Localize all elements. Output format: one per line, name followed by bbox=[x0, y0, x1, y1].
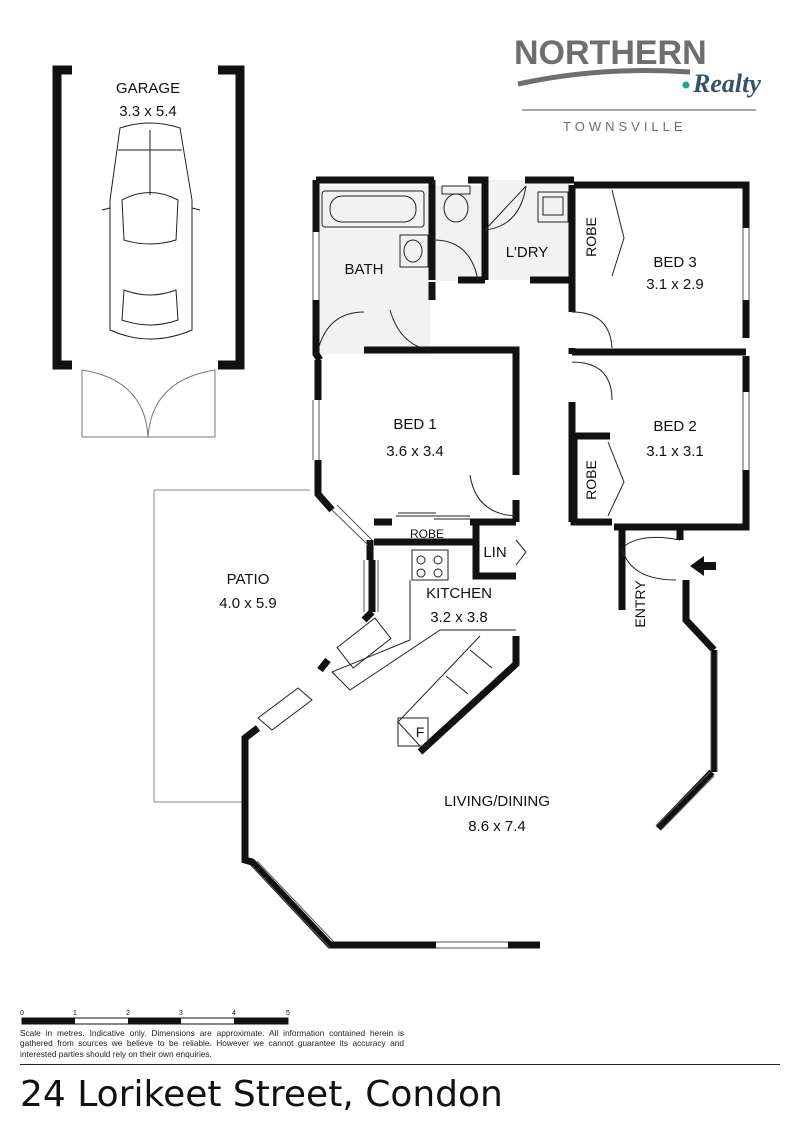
garage-door-swings bbox=[81, 369, 216, 438]
robe-bed3-label: ROBE bbox=[583, 217, 599, 257]
garage-label: GARAGE bbox=[116, 80, 180, 97]
living-size: 8.6 x 7.4 bbox=[468, 818, 526, 835]
fridge-icon bbox=[397, 717, 429, 747]
bed1-label: BED 1 bbox=[393, 416, 436, 433]
stove-icon bbox=[411, 549, 449, 581]
garage-wall-left bbox=[52, 65, 72, 370]
garage: GARAGE 3.3 x 5.4 bbox=[52, 65, 245, 438]
scale-bar: 0 1 2 3 4 5 bbox=[20, 1010, 290, 1025]
wet-area-tiles bbox=[318, 180, 570, 354]
patio-label: PATIO bbox=[227, 571, 270, 588]
basin-icon bbox=[399, 234, 429, 268]
windows bbox=[251, 228, 750, 949]
logo-sub-text: Realty bbox=[692, 69, 761, 98]
robe-bed2-label: ROBE bbox=[583, 460, 599, 500]
entry-arrow-icon bbox=[690, 556, 716, 576]
scale-tick-0: 0 bbox=[20, 1010, 24, 1017]
address-divider bbox=[20, 1064, 780, 1065]
scale-tick-2: 2 bbox=[126, 1010, 130, 1017]
bed2-label: BED 2 bbox=[653, 418, 696, 435]
garage-size: 3.3 x 5.4 bbox=[119, 103, 177, 120]
bed2-size: 3.1 x 3.1 bbox=[646, 443, 704, 460]
bed3-label: BED 3 bbox=[653, 254, 696, 271]
linen-label: LIN bbox=[483, 544, 506, 561]
logo-dot bbox=[682, 81, 690, 89]
logo-town-text: TOWNSVILLE bbox=[563, 119, 687, 134]
scale-tick-5: 5 bbox=[286, 1010, 290, 1017]
entry-label: ENTRY bbox=[632, 580, 648, 628]
patio-size: 4.0 x 5.9 bbox=[219, 595, 277, 612]
garage-wall-right bbox=[218, 65, 245, 370]
company-logo: NORTHERN Realty TOWNSVILLE bbox=[514, 34, 761, 134]
patio-outline bbox=[153, 489, 310, 803]
car-icon bbox=[101, 122, 201, 340]
bed1-size: 3.6 x 3.4 bbox=[386, 443, 444, 460]
bed3-size: 3.1 x 2.9 bbox=[646, 276, 704, 293]
scale-disclaimer: Scale in metres. Indicative only. Dimens… bbox=[20, 1028, 404, 1059]
scale-tick-1: 1 bbox=[73, 1010, 77, 1017]
walls bbox=[241, 176, 750, 949]
robe-bed1-label: ROBE bbox=[410, 527, 444, 541]
property-address: 24 Lorikeet Street, Condon bbox=[20, 1074, 503, 1115]
bathtub-icon bbox=[321, 190, 425, 228]
logo-main-text: NORTHERN bbox=[514, 34, 707, 72]
bath-label: BATH bbox=[345, 261, 384, 278]
logo-swoosh bbox=[517, 68, 691, 87]
living-label: LIVING/DINING bbox=[444, 793, 550, 810]
kitchen-label: KITCHEN bbox=[426, 585, 492, 602]
fridge-label: F bbox=[416, 724, 425, 740]
scale-tick-3: 3 bbox=[179, 1010, 183, 1017]
laundry-tub-icon bbox=[537, 191, 569, 223]
sink-icon bbox=[336, 617, 392, 669]
kitchen-size: 3.2 x 3.8 bbox=[430, 609, 488, 626]
laundry-label: L'DRY bbox=[506, 244, 549, 261]
bath-fixtures bbox=[257, 185, 681, 747]
scale-tick-4: 4 bbox=[232, 1010, 236, 1017]
